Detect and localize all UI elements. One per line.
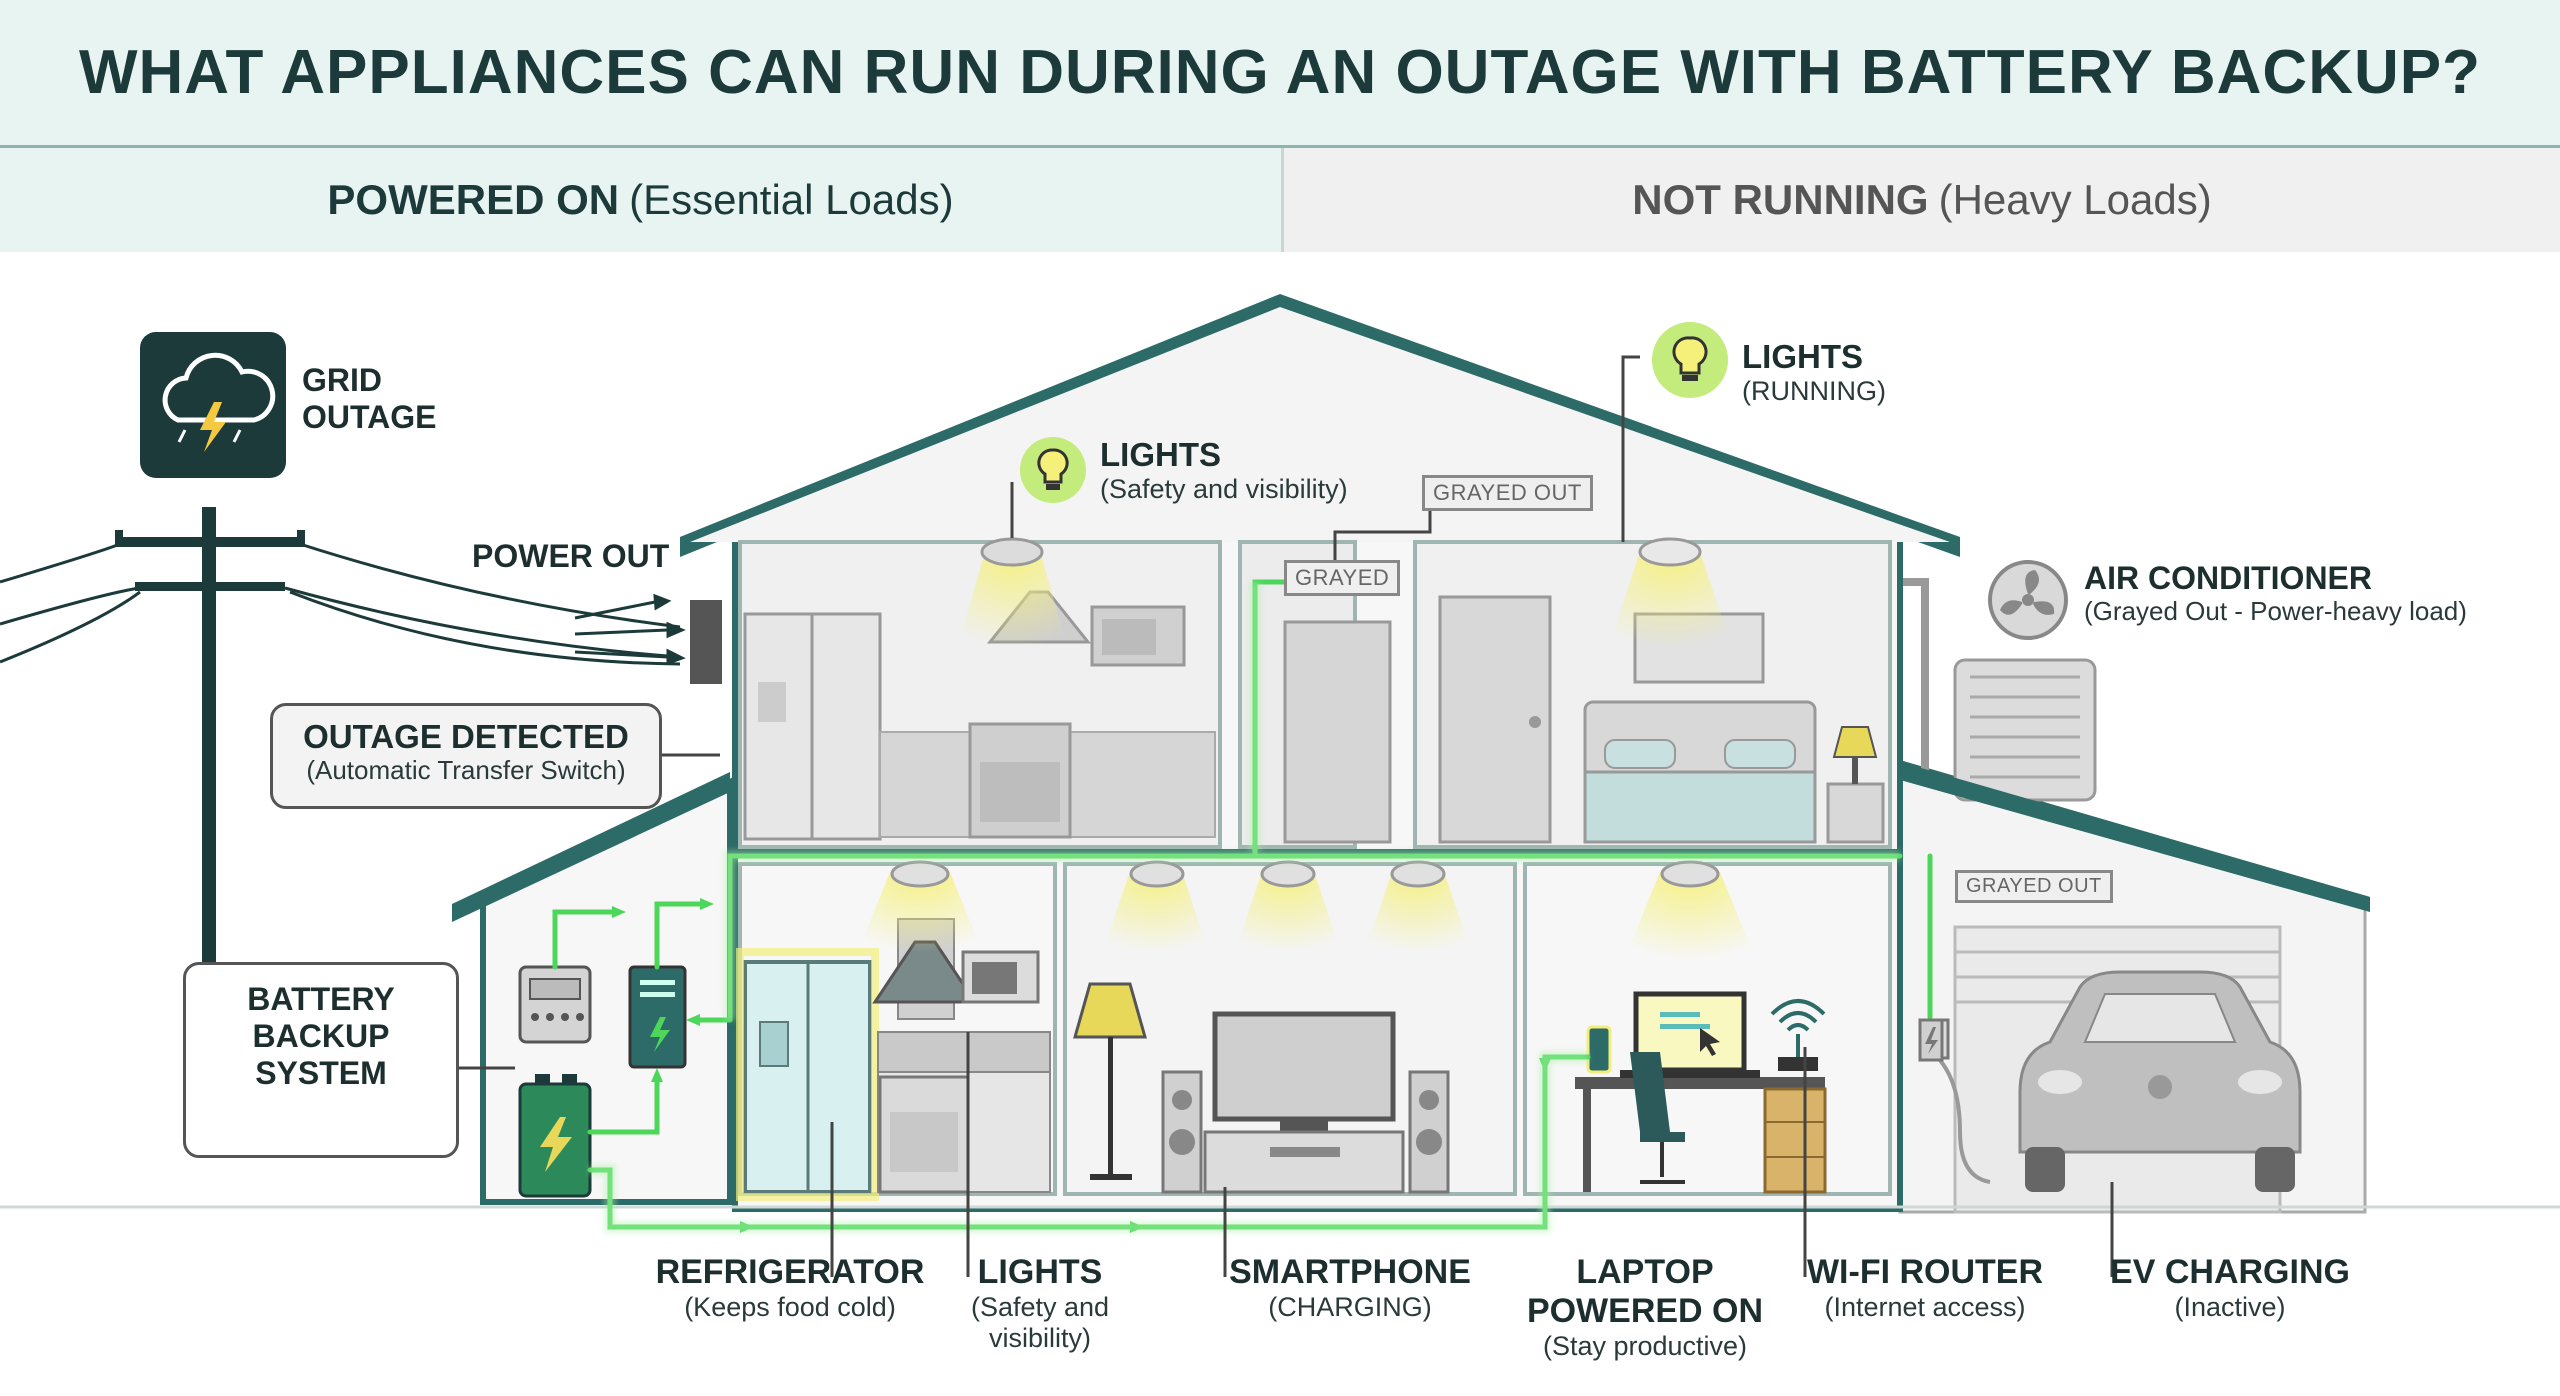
not-running-label: NOT RUNNING <box>1632 176 1929 223</box>
ev-charger-icon <box>1918 1018 1944 1062</box>
upstairs-kitchen <box>743 590 1216 841</box>
air-conditioner-label: AIR CONDITIONER (Grayed Out - Power-heav… <box>2084 560 2467 626</box>
power-flow-glow <box>590 582 1900 1233</box>
grayed-tag: GRAYED <box>1284 560 1401 596</box>
lights-label: LIGHTS (Safety and visibility) <box>970 1253 1110 1354</box>
powered-on-sub: (Essential Loads) <box>629 176 954 223</box>
transfer-switch-panel <box>628 965 687 1069</box>
grayed-out-garage-tag: GRAYED OUT <box>1955 870 2113 903</box>
power-out-arrows <box>574 593 686 666</box>
inverter-panel <box>518 965 592 1044</box>
not-running-sub: (Heavy Loads) <box>1938 176 2212 223</box>
powered-on-header: POWERED ON (Essential Loads) <box>0 148 1284 252</box>
living-room-lights <box>1095 860 1478 972</box>
power-out-label: POWER OUT <box>472 538 670 574</box>
wifi-router-icon <box>1770 999 1826 1057</box>
storm-cloud-icon <box>140 332 286 478</box>
wifi-router-label: WI-FI ROUTER (Internet access) <box>1806 1253 2044 1323</box>
lights-bedroom-label: LIGHTS (RUNNING) <box>1742 338 1886 406</box>
lights-kitchen-label: LIGHTS (Safety and visibility) <box>1100 436 1348 504</box>
fan-icon <box>1988 560 2068 640</box>
lightbulb-icon <box>1652 322 1728 398</box>
electric-car <box>2018 970 2302 1192</box>
kitchen-light-lower <box>850 860 990 972</box>
laptop-label: LAPTOP POWERED ON (Stay productive) <box>1526 1253 1764 1362</box>
page-title: WHAT APPLIANCES CAN RUN DURING AN OUTAGE… <box>79 38 2481 107</box>
bedroom <box>1438 595 1885 844</box>
title-banner: WHAT APPLIANCES CAN RUN DURING AN OUTAGE… <box>0 0 2560 148</box>
smartphone-label: SMARTPHONE (CHARGING) <box>1229 1253 1471 1323</box>
powered-on-label: POWERED ON <box>327 176 620 223</box>
meter-box <box>690 600 722 684</box>
office <box>1575 860 1827 1194</box>
kitchen-light-upper <box>950 537 1075 672</box>
grayed-out-tag: GRAYED OUT <box>1422 475 1593 511</box>
outage-detected-box: OUTAGE DETECTED (Automatic Transfer Swit… <box>270 703 662 809</box>
upstairs-hallway <box>1283 620 1392 844</box>
battery-backup-box: BATTERY BACKUP SYSTEM <box>183 962 459 1158</box>
refrigerator-label: REFRIGERATOR (Keeps food cold) <box>655 1253 925 1323</box>
not-running-header: NOT RUNNING (Heavy Loads) <box>1284 148 2560 252</box>
house-illustration <box>0 294 2560 1277</box>
ev-charging-label: EV CHARGING (Inactive) <box>2110 1253 2350 1323</box>
lightbulb-icon <box>1020 437 1086 503</box>
grid-outage-label: GRID OUTAGE <box>302 362 437 435</box>
bedroom-light <box>1600 537 1740 672</box>
battery-unit <box>518 1074 592 1198</box>
leader-lines <box>455 355 2114 1277</box>
status-bar: POWERED ON (Essential Loads) NOT RUNNING… <box>0 148 2560 252</box>
living-room <box>1073 982 1450 1194</box>
